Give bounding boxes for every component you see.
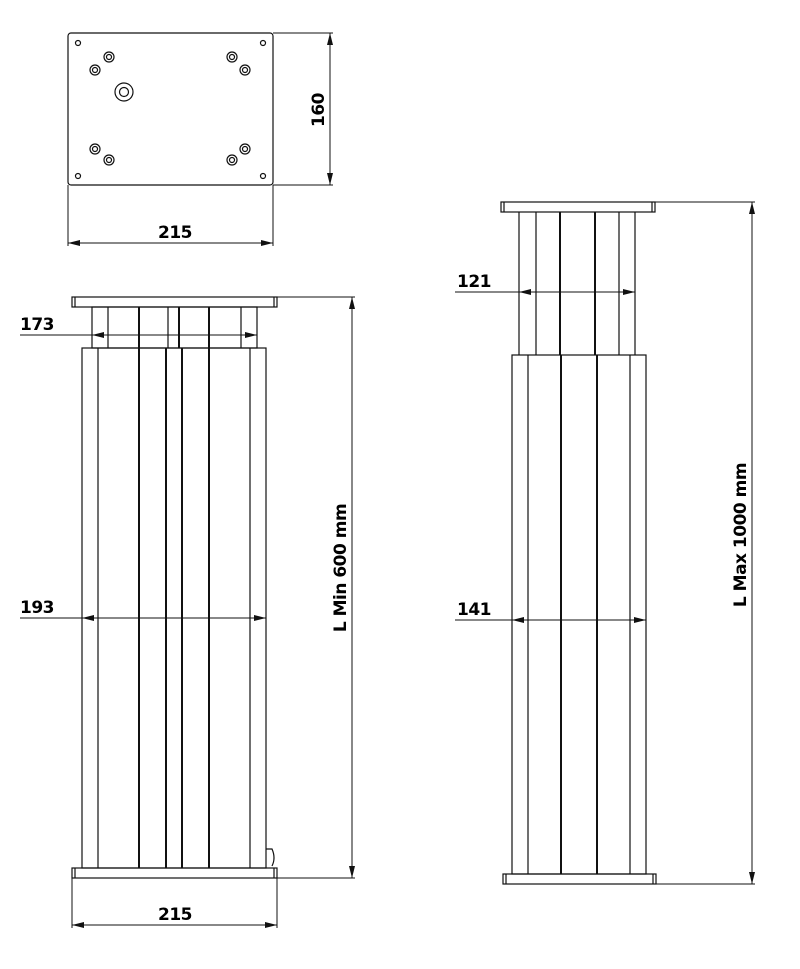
- upper-width-label: 173: [20, 315, 54, 335]
- lower-width-label: 141: [457, 600, 491, 620]
- max-height-label: L Max 1000 mm: [731, 463, 751, 607]
- mounting-holes: [89, 51, 251, 166]
- base-width-label: 215: [158, 905, 192, 925]
- top-view-depth-dimension: 160: [273, 32, 333, 186]
- column-max-view: [500, 201, 657, 885]
- column-min-view: [71, 296, 278, 879]
- column-min-upper-width-dimension: 173: [20, 315, 257, 338]
- upper-width-label: 121: [457, 272, 491, 292]
- top-view-width-dimension: 215: [67, 185, 274, 246]
- top-view-plate: [67, 32, 274, 186]
- corner-holes: [74, 39, 267, 180]
- column-max-lower-width-dimension: 141: [455, 600, 646, 623]
- column-min-base-width-dimension: 215: [71, 878, 278, 928]
- min-height-label: L Min 600 mm: [331, 504, 351, 632]
- column-min-lower-width-dimension: 193: [20, 598, 266, 621]
- depth-label: 160: [309, 92, 329, 127]
- column-min-height-dimension: L Min 600 mm: [277, 296, 355, 879]
- lower-width-label: 193: [20, 598, 54, 618]
- width-label: 215: [158, 223, 192, 243]
- column-max-height-dimension: L Max 1000 mm: [655, 201, 755, 885]
- column-max-upper-width-dimension: 121: [455, 272, 635, 295]
